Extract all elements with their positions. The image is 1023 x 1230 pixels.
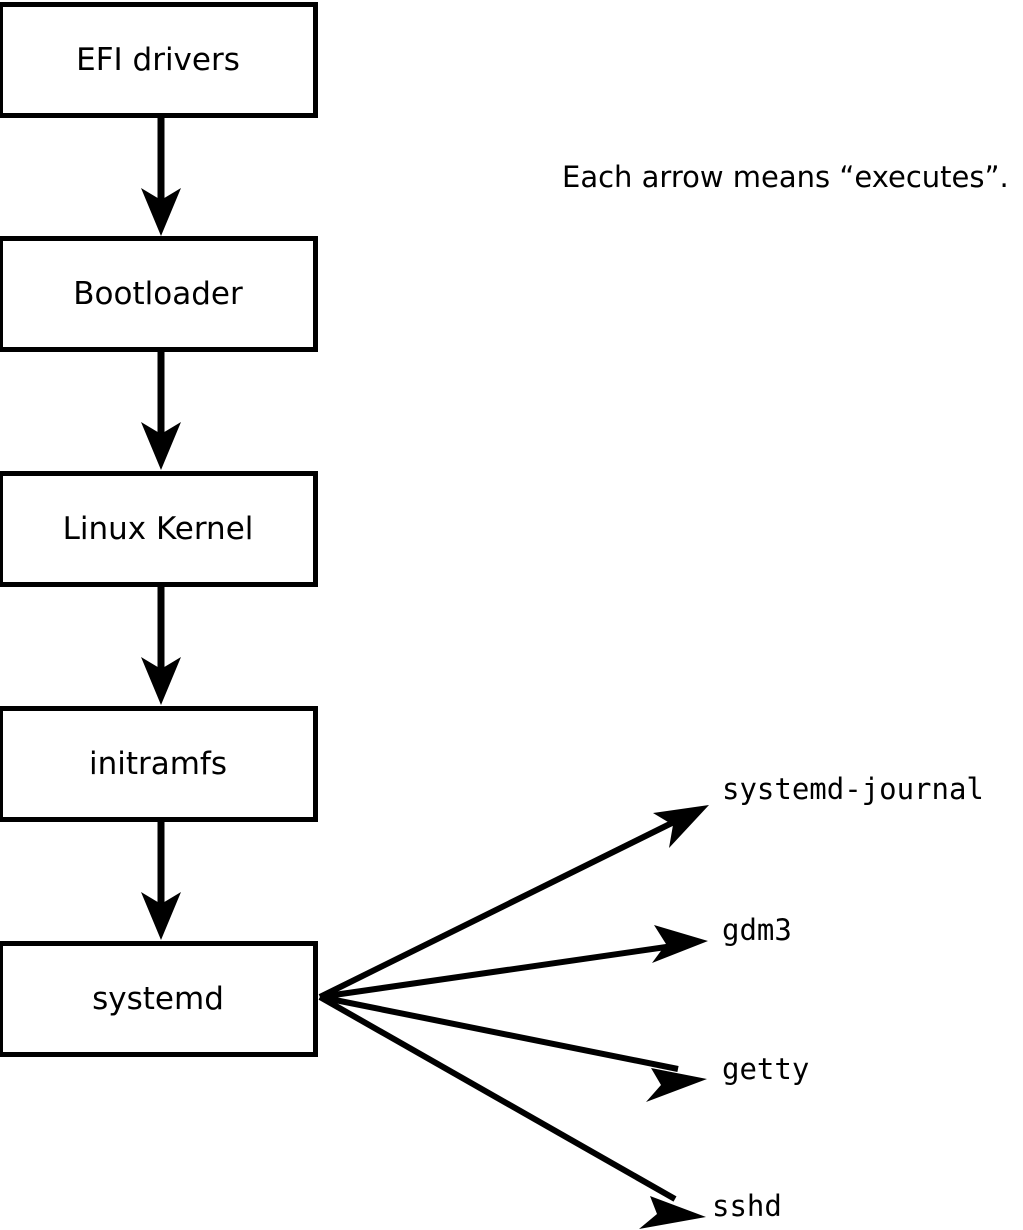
legend-note: Each arrow means “executes”. — [562, 160, 1009, 194]
node-label-bootloader: Bootloader — [73, 275, 243, 312]
arrow-kernel-to-initramfs — [141, 587, 181, 705]
node-label-efi-drivers: EFI drivers — [76, 41, 240, 78]
node-bootloader[interactable]: Bootloader — [0, 236, 318, 352]
node-linux-kernel[interactable]: Linux Kernel — [0, 471, 318, 587]
node-efi-drivers[interactable]: EFI drivers — [0, 2, 318, 118]
leaf-label-getty[interactable]: getty — [722, 1052, 810, 1086]
arrow-efi-to-bootloader — [141, 118, 181, 236]
node-label-initramfs: initramfs — [88, 745, 228, 782]
leaf-label-sshd[interactable]: sshd — [712, 1189, 782, 1223]
node-label-linux-kernel: Linux Kernel — [62, 510, 254, 547]
arrow-initramfs-to-systemd — [141, 822, 181, 940]
leaf-label-systemd-journal[interactable]: systemd-journal — [722, 772, 984, 806]
node-label-systemd: systemd — [92, 980, 224, 1017]
arrow-systemd-to-sshd — [318, 994, 706, 1229]
arrow-systemd-to-gdm3 — [319, 925, 708, 1000]
leaf-label-gdm3[interactable]: gdm3 — [722, 913, 792, 947]
arrow-bootloader-to-kernel — [141, 352, 181, 470]
node-initramfs[interactable]: initramfs — [0, 706, 318, 822]
arrow-systemd-to-getty — [319, 994, 707, 1102]
node-systemd[interactable]: systemd — [0, 941, 318, 1057]
arrow-systemd-to-systemd-journal — [318, 805, 709, 1000]
